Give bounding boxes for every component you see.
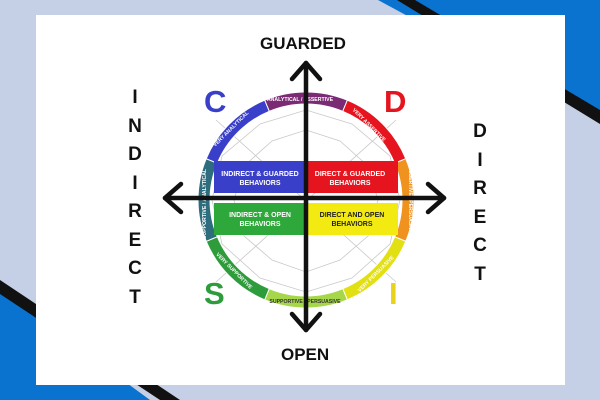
quadrant-letter-i: I bbox=[389, 276, 398, 311]
vert-left-letter-7: T bbox=[129, 286, 141, 308]
arrow-left-icon bbox=[162, 181, 184, 215]
vert-left-letter-5: E bbox=[128, 229, 142, 251]
box-direct-guarded bbox=[306, 161, 398, 193]
box-indirect-guarded-line2: BEHAVIORS bbox=[239, 180, 280, 187]
axis-arrows bbox=[162, 60, 447, 333]
label-analytical-assertive: ANALYTICAL / ASSERTIVE bbox=[267, 97, 334, 103]
label-assertive-persuasive: ASSERTIVE / PERSUASIVE bbox=[407, 166, 413, 234]
box-indirect-open bbox=[214, 203, 306, 235]
box-labels: INDIRECT & GUARDED BEHAVIORS DIRECT & GU… bbox=[221, 171, 385, 228]
axis-label-open: OPEN bbox=[281, 345, 330, 364]
axis-label-guarded: GUARDED bbox=[260, 34, 346, 53]
arrow-down-icon bbox=[289, 311, 323, 333]
box-direct-open-line2: BEHAVIORS bbox=[331, 221, 372, 228]
vert-right-letter-4: C bbox=[473, 235, 487, 256]
vert-left-letter-3: I bbox=[132, 172, 138, 194]
vert-right-letter-3: E bbox=[473, 206, 487, 228]
vert-left-letter-4: R bbox=[128, 201, 142, 222]
box-indirect-open-line2: BEHAVIORS bbox=[239, 221, 280, 228]
box-direct-guarded-line2: BEHAVIORS bbox=[329, 180, 370, 187]
vert-left-letter-0: I bbox=[132, 87, 138, 108]
quadrant-letter-s: S bbox=[204, 276, 225, 311]
vert-left-letter-6: C bbox=[128, 258, 142, 279]
quadrant-letter-c: C bbox=[204, 84, 227, 119]
quadrant-letter-d: D bbox=[384, 84, 407, 119]
box-direct-open-line1: DIRECT AND OPEN bbox=[320, 212, 385, 219]
vert-right-letter-1: I bbox=[477, 149, 483, 171]
vert-left-letter-2: D bbox=[128, 144, 142, 165]
vert-right-letter-2: R bbox=[473, 178, 487, 199]
box-direct-guarded-line1: DIRECT & GUARDED bbox=[315, 171, 385, 178]
box-indirect-open-line1: INDIRECT & OPEN bbox=[229, 212, 291, 219]
box-indirect-guarded bbox=[214, 161, 306, 193]
quadrant-boxes bbox=[214, 161, 398, 235]
segment-very-analytical bbox=[205, 99, 270, 164]
vert-right-letter-5: T bbox=[474, 263, 486, 285]
box-indirect-guarded-line1: INDIRECT & GUARDED bbox=[221, 171, 298, 178]
arrow-up-icon bbox=[289, 60, 323, 82]
vert-right-letter-0: D bbox=[473, 121, 487, 142]
vert-left-letter-1: N bbox=[128, 115, 142, 137]
arrow-right-icon bbox=[425, 181, 447, 215]
box-direct-open bbox=[306, 203, 398, 235]
label-supportive-analytical: SUPPORTIVE / ANALYTICAL bbox=[202, 168, 208, 239]
